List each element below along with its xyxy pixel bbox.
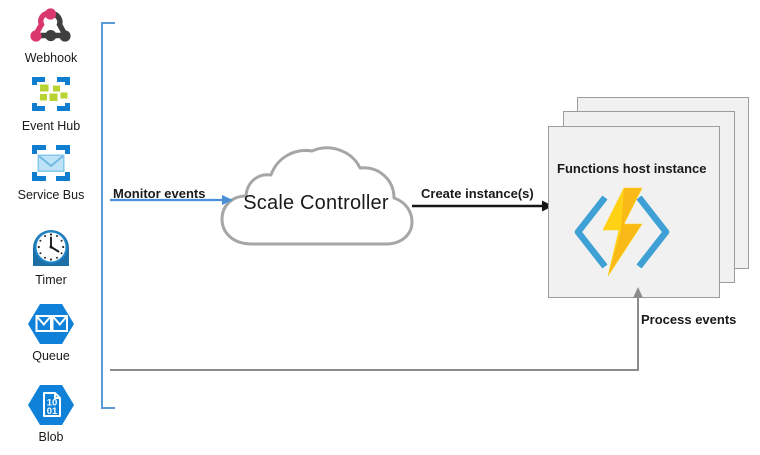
create-instances-label: Create instance(s) [421,186,534,201]
queue-icon [8,300,94,348]
trigger-blob: 10 01 Blob [8,381,94,445]
timer-icon [8,224,94,272]
cloud-label: Scale Controller [243,191,389,214]
monitor-events-label: Monitor events [113,186,206,201]
trigger-timer: Timer [8,224,94,288]
trigger-label: Queue [32,349,70,363]
trigger-queue: Queue [8,300,94,364]
azure-functions-logo-icon [572,186,672,278]
trigger-label: Timer [35,273,67,287]
scale-controller-cloud: Scale Controller [216,118,416,250]
create-instances-arrow [412,199,554,213]
trigger-label: Service Bus [17,188,85,202]
trigger-group-bracket [101,22,115,409]
functions-host-instance-front [548,126,720,298]
svg-text:01: 01 [47,406,58,417]
functions-host-instance-title: Functions host instance [557,161,707,176]
event-hub-icon [8,70,94,118]
service-bus-icon [8,139,94,187]
svg-text:10: 10 [47,398,58,409]
blob-icon: 10 01 [8,381,94,429]
trigger-label: Blob [38,430,64,444]
webhook-icon [8,2,94,50]
trigger-webhook: Webhook [8,2,94,66]
process-events-arrow [106,285,654,377]
trigger-service-bus: Service Bus [8,139,94,203]
trigger-label: Webhook [24,51,78,65]
monitor-events-arrow [110,193,235,207]
process-events-label: Process events [641,312,737,327]
trigger-event-hub: Event Hub [8,70,94,134]
trigger-label: Event Hub [21,119,81,133]
